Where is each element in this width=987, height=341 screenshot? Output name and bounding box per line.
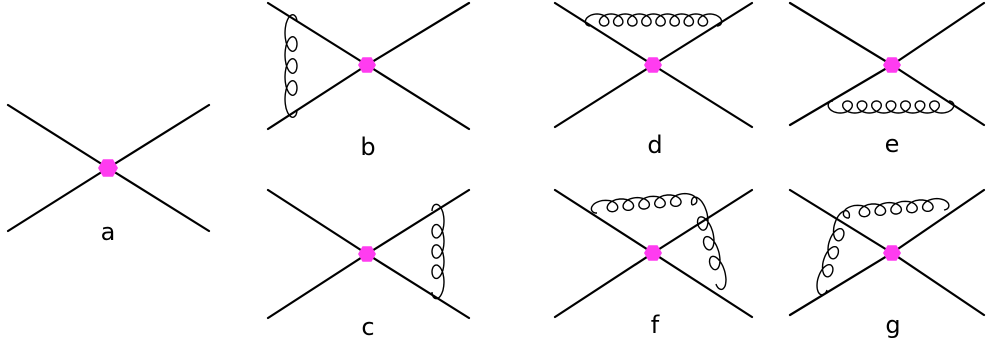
diagram-b: b xyxy=(266,1,471,161)
diagram-a: a xyxy=(6,103,211,246)
diagram-g-gluon-loop xyxy=(816,197,950,296)
diagram-g: g xyxy=(788,188,986,339)
diagram-c-leg-lower-left xyxy=(266,252,369,320)
diagram-a-vertex-icon xyxy=(98,159,118,177)
diagram-c-leg-upper-right xyxy=(365,188,471,256)
diagram-d-leg-upper-left xyxy=(553,1,655,67)
diagram-g-label: g xyxy=(885,311,900,339)
diagram-b-vertex-icon xyxy=(358,57,376,73)
diagram-b-leg-upper-right xyxy=(365,1,471,67)
diagram-f-leg-upper-left xyxy=(553,188,655,255)
diagram-d-leg-upper-right xyxy=(651,1,754,67)
diagram-d-leg-lower-left xyxy=(553,63,655,129)
diagram-b-gluon-loop xyxy=(284,13,298,119)
diagram-c-label: c xyxy=(361,313,374,341)
diagram-e-leg-upper-right xyxy=(890,1,986,67)
diagram-f-leg-upper-right xyxy=(651,188,754,255)
diagram-g-leg-upper-right xyxy=(890,188,986,255)
diagram-d-leg-lower-right xyxy=(651,63,754,129)
diagram-c-vertex-icon xyxy=(358,246,376,262)
diagram-e-vertex-icon xyxy=(883,57,901,73)
diagram-b-leg-lower-right xyxy=(365,63,471,131)
diagram-b-leg-lower-left xyxy=(266,63,369,131)
diagram-f-leg-lower-right xyxy=(651,251,754,319)
diagram-e: e xyxy=(788,1,986,158)
diagram-b-label: b xyxy=(360,133,375,161)
diagram-e-leg-upper-left xyxy=(788,1,894,67)
diagram-c: c xyxy=(266,188,471,341)
diagram-c-leg-lower-right xyxy=(365,252,471,320)
diagram-g-leg-upper-left xyxy=(788,188,894,255)
diagram-g-leg-lower-right xyxy=(890,251,986,317)
diagram-e-leg-lower-right xyxy=(890,63,986,127)
diagram-b-leg-upper-left xyxy=(266,1,369,67)
diagram-a-label: a xyxy=(101,218,116,246)
diagram-g-vertex-icon xyxy=(883,245,901,261)
diagram-d-vertex-icon xyxy=(644,57,662,73)
diagram-g-leg-lower-left xyxy=(788,251,894,317)
diagram-d-gluon-loop xyxy=(584,13,723,27)
diagram-c-leg-upper-left xyxy=(266,188,369,256)
diagram-e-leg-lower-left xyxy=(788,63,894,127)
diagram-e-gluon-loop xyxy=(827,100,955,114)
diagram-a-leg-lower-left xyxy=(6,166,110,233)
diagram-f-leg-lower-left xyxy=(553,251,655,319)
diagram-f-vertex-icon xyxy=(644,245,662,261)
diagram-f-gluon-loop xyxy=(590,192,727,291)
diagram-a-leg-upper-right xyxy=(106,103,211,170)
diagram-f: f xyxy=(553,188,754,339)
diagram-a-leg-upper-left xyxy=(6,103,110,170)
diagram-e-label: e xyxy=(885,130,900,158)
diagram-f-label: f xyxy=(651,311,660,339)
diagram-d: d xyxy=(553,1,754,159)
diagram-c-gluon-loop xyxy=(431,203,445,300)
diagram-d-label: d xyxy=(647,131,662,159)
diagram-a-leg-lower-right xyxy=(106,166,211,233)
